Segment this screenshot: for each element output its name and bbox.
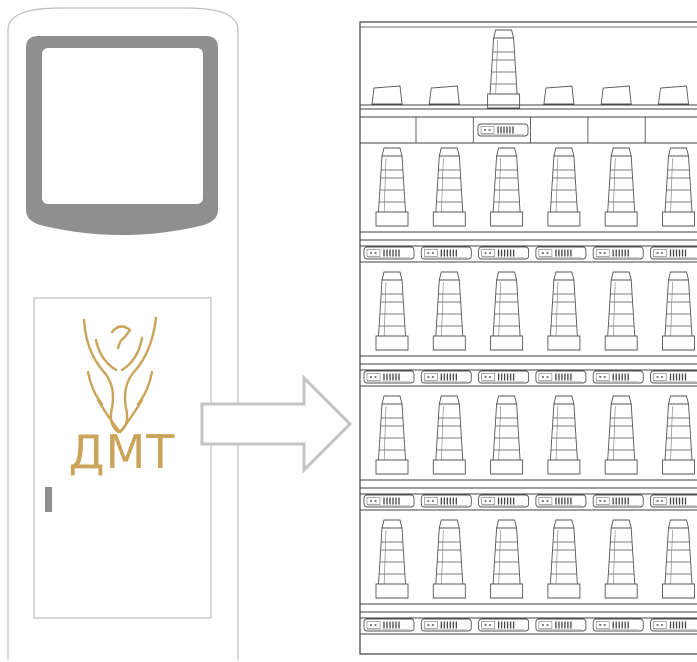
label-slot-icon [363,618,415,632]
kiosk-screen-display [42,48,203,204]
label-slot-icon [592,246,644,260]
label-slot-icon [477,494,530,508]
storage-rack [359,21,697,655]
top-shelf-tray [428,85,460,105]
label-slot-icon [363,370,415,384]
kiosk-door-panel [33,297,212,619]
top-shelf-tray [371,85,403,105]
label-slot-icon [535,618,587,632]
label-slot-icon [477,618,530,632]
label-slot-icon [420,618,472,632]
rack-frame [359,21,697,655]
top-shelf-tray [600,85,632,105]
top-shelf-tray [543,85,575,105]
label-slot-icon [535,494,587,508]
label-slot-icon [420,494,472,508]
kiosk-door: ДМТ [33,297,212,619]
brand-text: ДМТ [69,425,176,479]
label-slot-icon [592,618,644,632]
top-shelf-tray [657,85,690,105]
phoenix-logo-icon [82,316,158,434]
label-slot-icon [420,246,472,260]
label-slot-icon [649,370,697,384]
label-slot-icon [592,494,644,508]
label-slot-icon [363,494,415,508]
label-slot-icon [535,246,587,260]
label-slot-icon [535,370,587,384]
label-slot-icon [477,123,529,137]
label-slot-icon [649,618,697,632]
label-slot-icon [477,246,530,260]
label-slot-icon [363,246,415,260]
label-slot-icon [477,370,530,384]
kiosk-screen [26,36,218,235]
label-slot-icon [649,246,697,260]
label-slot-icon [420,370,472,384]
kiosk-door-handle[interactable] [45,487,52,512]
right-arrow-icon [200,374,353,474]
label-slot-icon [592,370,644,384]
label-slot-icon [649,494,697,508]
kiosk-cabinet: ДМТ [7,7,239,660]
